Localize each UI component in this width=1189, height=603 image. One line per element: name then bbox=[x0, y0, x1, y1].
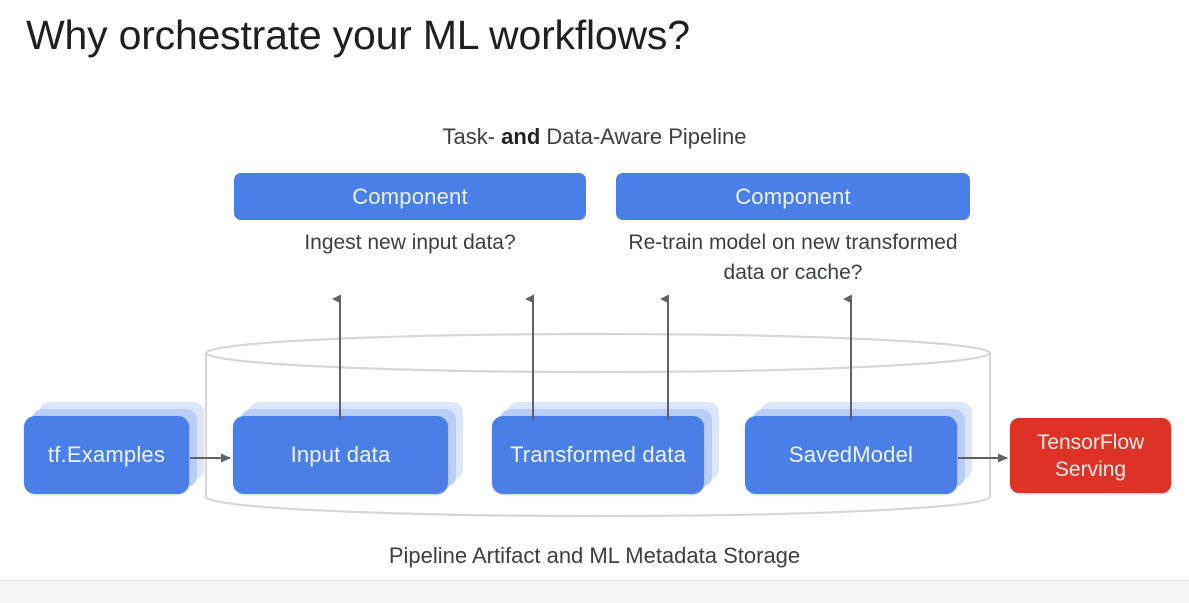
artifact-label: SavedModel bbox=[745, 416, 957, 494]
serving-label-line2: Serving bbox=[1054, 457, 1127, 481]
serving-label-line1: TensorFlow bbox=[1036, 430, 1145, 454]
storage-caption: Pipeline Artifact and ML Metadata Storag… bbox=[388, 543, 801, 568]
section-caption-emphasis: and bbox=[501, 124, 541, 149]
tensorflow-serving-box[interactable]: TensorFlow Serving bbox=[1010, 418, 1171, 493]
component-box-left[interactable]: Component bbox=[234, 173, 586, 220]
component-question-left: Ingest new input data? bbox=[304, 231, 516, 254]
component-question-right: Re-train model on new transformed data o… bbox=[628, 231, 958, 284]
artifact-label: tf.Examples bbox=[24, 416, 189, 494]
artifact-saved-model[interactable]: SavedModel bbox=[745, 402, 972, 494]
artifact-transformed-data[interactable]: Transformed data bbox=[492, 402, 719, 494]
artifact-label: Input data bbox=[233, 416, 448, 494]
page-title: Why orchestrate your ML workflows? bbox=[26, 12, 690, 58]
section-caption: Task- and Data-Aware Pipeline bbox=[0, 124, 1189, 150]
section-caption-pre: Task- bbox=[442, 124, 502, 149]
artifact-label: Transformed data bbox=[492, 416, 704, 494]
component-box-right[interactable]: Component bbox=[616, 173, 970, 220]
section-caption-post: Data-Aware Pipeline bbox=[540, 124, 747, 149]
artifact-tf-examples[interactable]: tf.Examples bbox=[24, 402, 204, 494]
page-bottom-edge bbox=[0, 580, 1189, 603]
artifact-input-data[interactable]: Input data bbox=[233, 402, 463, 494]
database-cylinder-icon bbox=[203, 331, 993, 519]
